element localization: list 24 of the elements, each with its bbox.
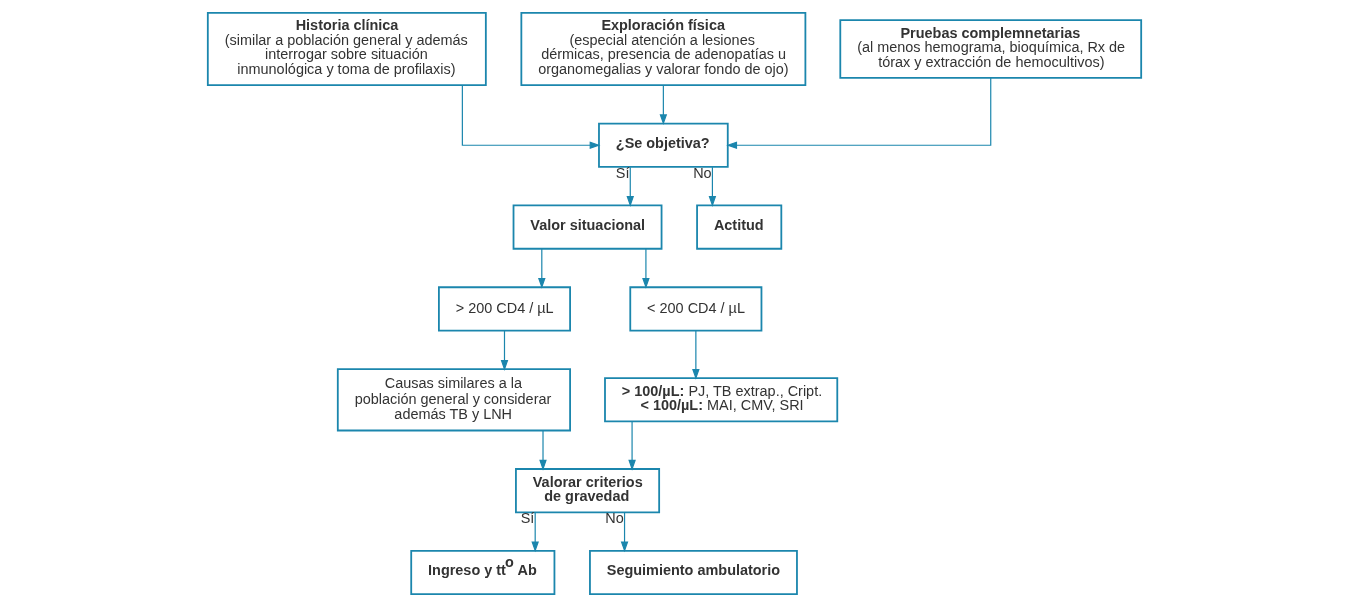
arrow	[641, 248, 650, 289]
arrow	[461, 84, 600, 150]
arrow	[537, 248, 546, 289]
arrow	[530, 512, 539, 553]
node-box: Valor situacional	[512, 204, 662, 250]
node-box: ¿Se objetiva?	[597, 122, 729, 168]
node-box: Historia clínica (similar a población general y además interrogar sobre situación inmunológica y toma de profilaxis)	[206, 11, 487, 86]
arrow	[625, 166, 634, 207]
node-box: Causas similares a la población general y considerar además TB y LNH	[336, 368, 571, 432]
node-box: Exploración física (especial atención a lesiones dérmicas, presencia de adenopatías u organomegalias y valorar fondo de ojo)	[519, 11, 806, 86]
arrow	[500, 330, 508, 371]
arrow	[708, 166, 716, 207]
arrow	[659, 84, 667, 126]
arrow	[725, 77, 991, 150]
node-box: > 200 CD4 / µL	[437, 286, 571, 332]
node-box: > 100/µL: PJ, TB extrap., Cript. < 100/µL: MAI, CMV, SRI	[603, 377, 838, 423]
arrow	[620, 512, 628, 553]
node-box: Actitud	[695, 204, 782, 250]
arrow	[538, 429, 547, 471]
arrow	[691, 330, 700, 380]
arrow	[627, 421, 636, 471]
node-box: Seguimiento ambulatorio	[588, 549, 798, 596]
node-box: Pruebas complemnetarias (al menos hemograma, bioquímica, Rx de tórax y extracción de hemocultivos)	[838, 19, 1142, 79]
node-box: < 200 CD4 / µL	[628, 286, 762, 332]
